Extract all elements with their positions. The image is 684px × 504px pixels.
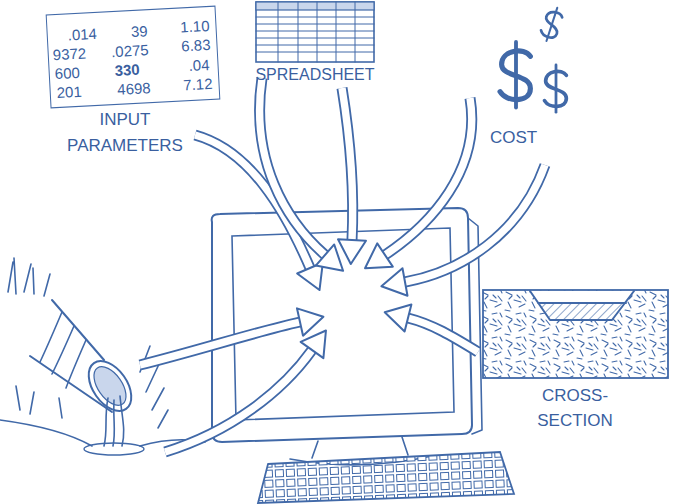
- dollar-small: [538, 5, 564, 43]
- table-number: 330: [89, 61, 140, 81]
- number-table: .01439 1.10 9372.0275 6.83 600330 .04 2014698 7…: [46, 6, 221, 109]
- cross-section-label: CROSS-SECTION: [521, 383, 629, 433]
- table-number: 6.83: [160, 36, 211, 56]
- arrow-outline: [165, 350, 312, 452]
- water-pool: [84, 443, 144, 455]
- arrow-fill: [195, 135, 310, 268]
- arrow-outline: [195, 135, 310, 268]
- arrow-outline: [405, 165, 545, 282]
- channel-outline: [530, 291, 634, 320]
- arrow-outline: [342, 88, 353, 240]
- cross-section-drawing: [483, 290, 668, 378]
- table-number: 9372: [52, 44, 93, 63]
- arrow-outline: [140, 322, 300, 365]
- pipe-opening: [88, 361, 133, 411]
- table-number: 201: [56, 82, 97, 101]
- table-number: 1.10: [159, 17, 210, 37]
- dollar-large: [500, 42, 530, 108]
- arrow-fill: [342, 88, 353, 240]
- arrow-fill: [385, 98, 472, 255]
- arrow-fill: [140, 322, 300, 365]
- cross-section-node: CROSS-SECTION: [481, 288, 671, 438]
- dollar-medium: [545, 65, 567, 112]
- dollar-signs: [500, 5, 566, 112]
- arrow-fill: [260, 78, 325, 255]
- table-number: .04: [161, 56, 210, 75]
- arrow-outline: [385, 98, 472, 255]
- arrow-fill: [405, 165, 545, 282]
- sheet-lines: [256, 2, 374, 62]
- spreadsheet-node: SPREADSHEET: [252, 0, 378, 88]
- table-number: .0275: [88, 41, 149, 61]
- soil-box: [483, 290, 668, 378]
- table-number: 39: [87, 22, 148, 42]
- arrow-outline: [408, 318, 478, 352]
- cost-label: COST: [490, 127, 566, 149]
- spreadsheet-label: SPREADSHEET: [252, 65, 378, 85]
- input-parameters-label: INPUT PARAMETERS: [52, 107, 198, 159]
- arrow-outline: [260, 78, 325, 255]
- converging-arrows: [140, 78, 545, 452]
- keyboard: [258, 452, 514, 503]
- arrow-fill: [408, 318, 478, 352]
- table-number: 7.12: [162, 75, 213, 95]
- sheet-frame: [256, 2, 374, 62]
- water-flow: [104, 396, 124, 446]
- table-number: 600: [54, 63, 95, 82]
- pipe-ribs: [40, 312, 86, 388]
- sheet-header: [256, 2, 374, 10]
- spreadsheet-grid: [256, 2, 374, 62]
- ground-line: [0, 420, 205, 446]
- grass-strokes: [8, 258, 168, 428]
- channel-cut: [530, 291, 634, 320]
- pipe-mouth: [80, 353, 140, 418]
- table-number: .014: [67, 24, 108, 43]
- arrow-fill: [165, 350, 312, 452]
- table-number: 4698: [90, 79, 151, 99]
